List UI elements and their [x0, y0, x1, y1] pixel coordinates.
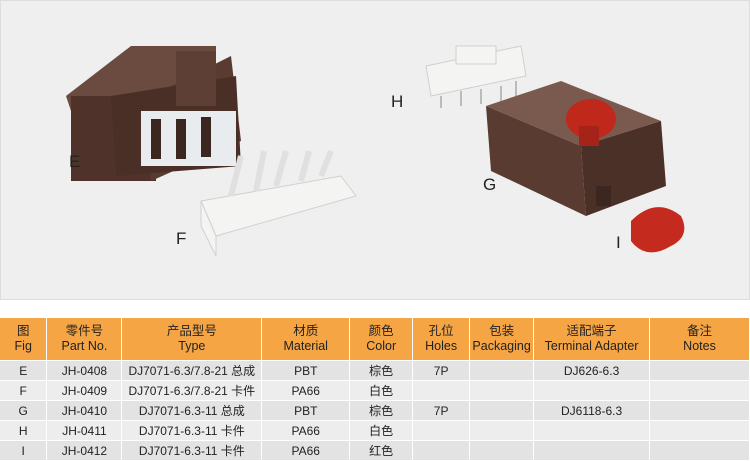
figure-label-g: G: [483, 175, 497, 194]
column-header-cn: 备注: [687, 324, 713, 338]
table-cell: DJ6118-6.3: [533, 400, 651, 421]
table-cell: 白色: [349, 380, 414, 401]
column-header-en: Fig: [14, 339, 32, 353]
table-cell: PBT: [261, 360, 351, 381]
table-cell: [649, 440, 750, 460]
table-cell: DJ7071-6.3-11 卡件: [121, 440, 263, 460]
column-header-cn: 零件号: [65, 324, 104, 338]
table-cell: DJ626-6.3: [533, 360, 651, 381]
table-cell: F: [0, 380, 48, 401]
column-header-en: Notes: [683, 339, 716, 353]
connector-g-image: [486, 81, 666, 216]
connector-f-image: [200, 149, 357, 257]
table-cell: I: [0, 440, 48, 460]
connector-e-image: [66, 46, 241, 181]
column-header-en: Terminal Adapter: [544, 339, 639, 353]
column-header-cn: 适配端子: [566, 324, 617, 338]
connector-h-image: [425, 45, 527, 108]
table-cell: H: [0, 420, 48, 441]
table-cell: [649, 420, 750, 441]
product-photo-area: E F H G I: [0, 0, 750, 300]
table-cell: [412, 380, 471, 401]
table-cell: [469, 360, 535, 381]
table-cell: JH-0411: [46, 420, 123, 441]
table-cell: [469, 420, 535, 441]
table-cell: [649, 360, 750, 381]
connector-i-image: [631, 207, 685, 253]
table-cell: 棕色: [349, 400, 414, 421]
table-cell: [533, 380, 651, 401]
column-header-cn: 包装: [489, 324, 515, 338]
figure-label-i: I: [616, 233, 621, 252]
table-cell: G: [0, 400, 48, 421]
table-cell: [649, 380, 750, 401]
table-cell: [533, 420, 651, 441]
figure-label-h: H: [391, 92, 404, 111]
column-header-en: Material: [283, 339, 328, 353]
column-header-cn: 材质: [293, 324, 319, 338]
table-cell: DJ7071-6.3/7.8-21 卡件: [121, 380, 263, 401]
table-cell: [469, 440, 535, 460]
column-header-cn: 产品型号: [166, 324, 217, 338]
table-cell: 7P: [412, 360, 471, 381]
table-cell: PA66: [261, 380, 351, 401]
table-cell: [469, 400, 535, 421]
table-cell: PA66: [261, 420, 351, 441]
column-header-cn: 颜色: [368, 324, 394, 338]
table-cell: E: [0, 360, 48, 381]
table-cell: [649, 400, 750, 421]
table-cell: PA66: [261, 440, 351, 460]
table-cell: DJ7071-6.3-11 总成: [121, 400, 263, 421]
figure-label-f: F: [176, 229, 187, 248]
table-cell: DJ7071-6.3-11 卡件: [121, 420, 263, 441]
column-header-en: Packaging: [472, 339, 531, 353]
table-cell: 红色: [349, 440, 414, 460]
table-cell: JH-0408: [46, 360, 123, 381]
column-header-en: Type: [178, 339, 206, 353]
table-cell: [533, 440, 651, 460]
table-cell: JH-0412: [46, 440, 123, 460]
connector-illustrations: [66, 45, 685, 257]
table-cell: 7P: [412, 400, 471, 421]
table-cell: 白色: [349, 420, 414, 441]
column-header-en: Color: [366, 339, 397, 353]
table-cell: DJ7071-6.3/7.8-21 总成: [121, 360, 263, 381]
table-cell: JH-0409: [46, 380, 123, 401]
column-header-cn: 孔位: [428, 324, 454, 338]
column-header-en: Holes: [425, 339, 458, 353]
table-cell: JH-0410: [46, 400, 123, 421]
table-cell: [469, 380, 535, 401]
table-cell: [412, 440, 471, 460]
table-cell: 棕色: [349, 360, 414, 381]
table-cell: [412, 420, 471, 441]
column-header-cn: 图: [16, 324, 30, 338]
figure-label-e: E: [69, 152, 81, 171]
column-header-en: Part No.: [61, 339, 108, 353]
table-cell: PBT: [261, 400, 351, 421]
